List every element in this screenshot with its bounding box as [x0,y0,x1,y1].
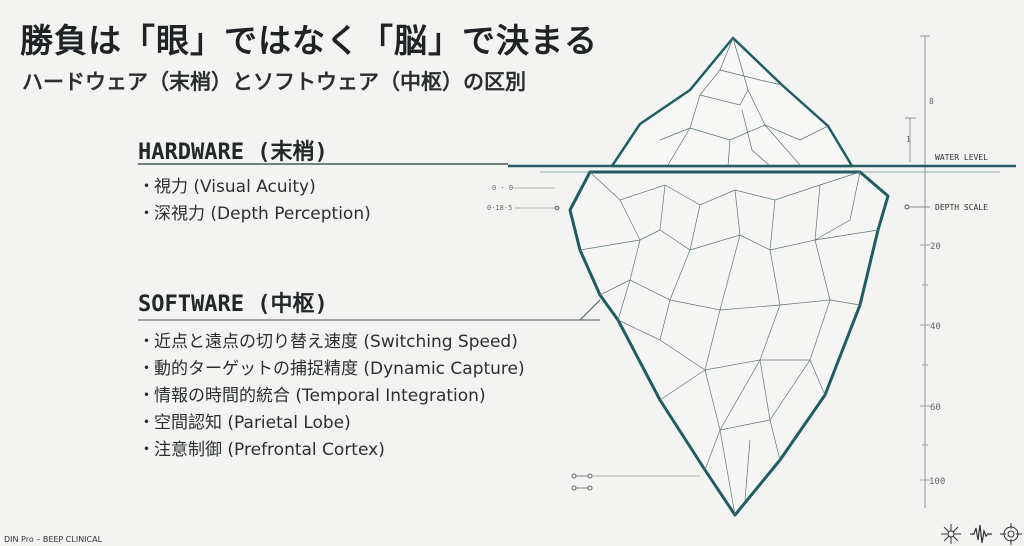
iceberg-body [568,170,890,517]
svg-text:1: 1 [906,135,911,144]
hardware-heading: HARDWARE (末梢) [138,140,328,165]
page-title: 勝負は「眼」ではなく「脳」で決まる [20,21,598,60]
list-item: ・動的ターゲットの捕捉精度 (Dynamic Capture) [138,359,525,379]
water-level-label: WATER LEVEL [935,153,988,162]
left-marker-1: 0 · 0 [492,184,513,192]
upper-scale-label: 8 [929,97,934,106]
iceberg-tip [610,36,854,168]
list-item: ・注意制御 (Prefrontal Cortex) [138,440,385,460]
depth-tick-100: 100 [929,477,945,487]
list-item: ・深視力 (Depth Perception) [138,204,371,224]
list-item: ・情報の時間的統合 (Temporal Integration) [138,386,486,406]
depth-tick-20: 20 [930,242,941,252]
corner-icons [941,523,1022,545]
hardware-list: ・視力 (Visual Acuity) ・深視力 (Depth Percepti… [138,174,371,228]
depth-tick-60: 60 [930,403,941,413]
footer-credit: DIN Pro – BEEP CLINICAL [4,535,103,544]
software-list: ・近点と遠点の切り替え速度 (Switching Speed) ・動的ターゲット… [138,329,525,464]
network-icon [941,524,961,544]
target-icon [1000,523,1022,545]
list-item: ・空間認知 (Parietal Lobe) [138,413,351,433]
depth-tick-40: 40 [930,322,941,332]
depth-scale-label: DEPTH SCALE [935,203,988,212]
list-item: ・近点と遠点の切り替え速度 (Switching Speed) [138,332,518,352]
page-subtitle: ハードウェア（末梢）とソフトウェア（中枢）の区別 [22,70,526,94]
waveform-icon [970,524,992,544]
left-marker-2: 0·18·5 [487,204,512,212]
list-item: ・視力 (Visual Acuity) [138,177,316,197]
software-heading: SOFTWARE (中枢) [138,292,328,317]
